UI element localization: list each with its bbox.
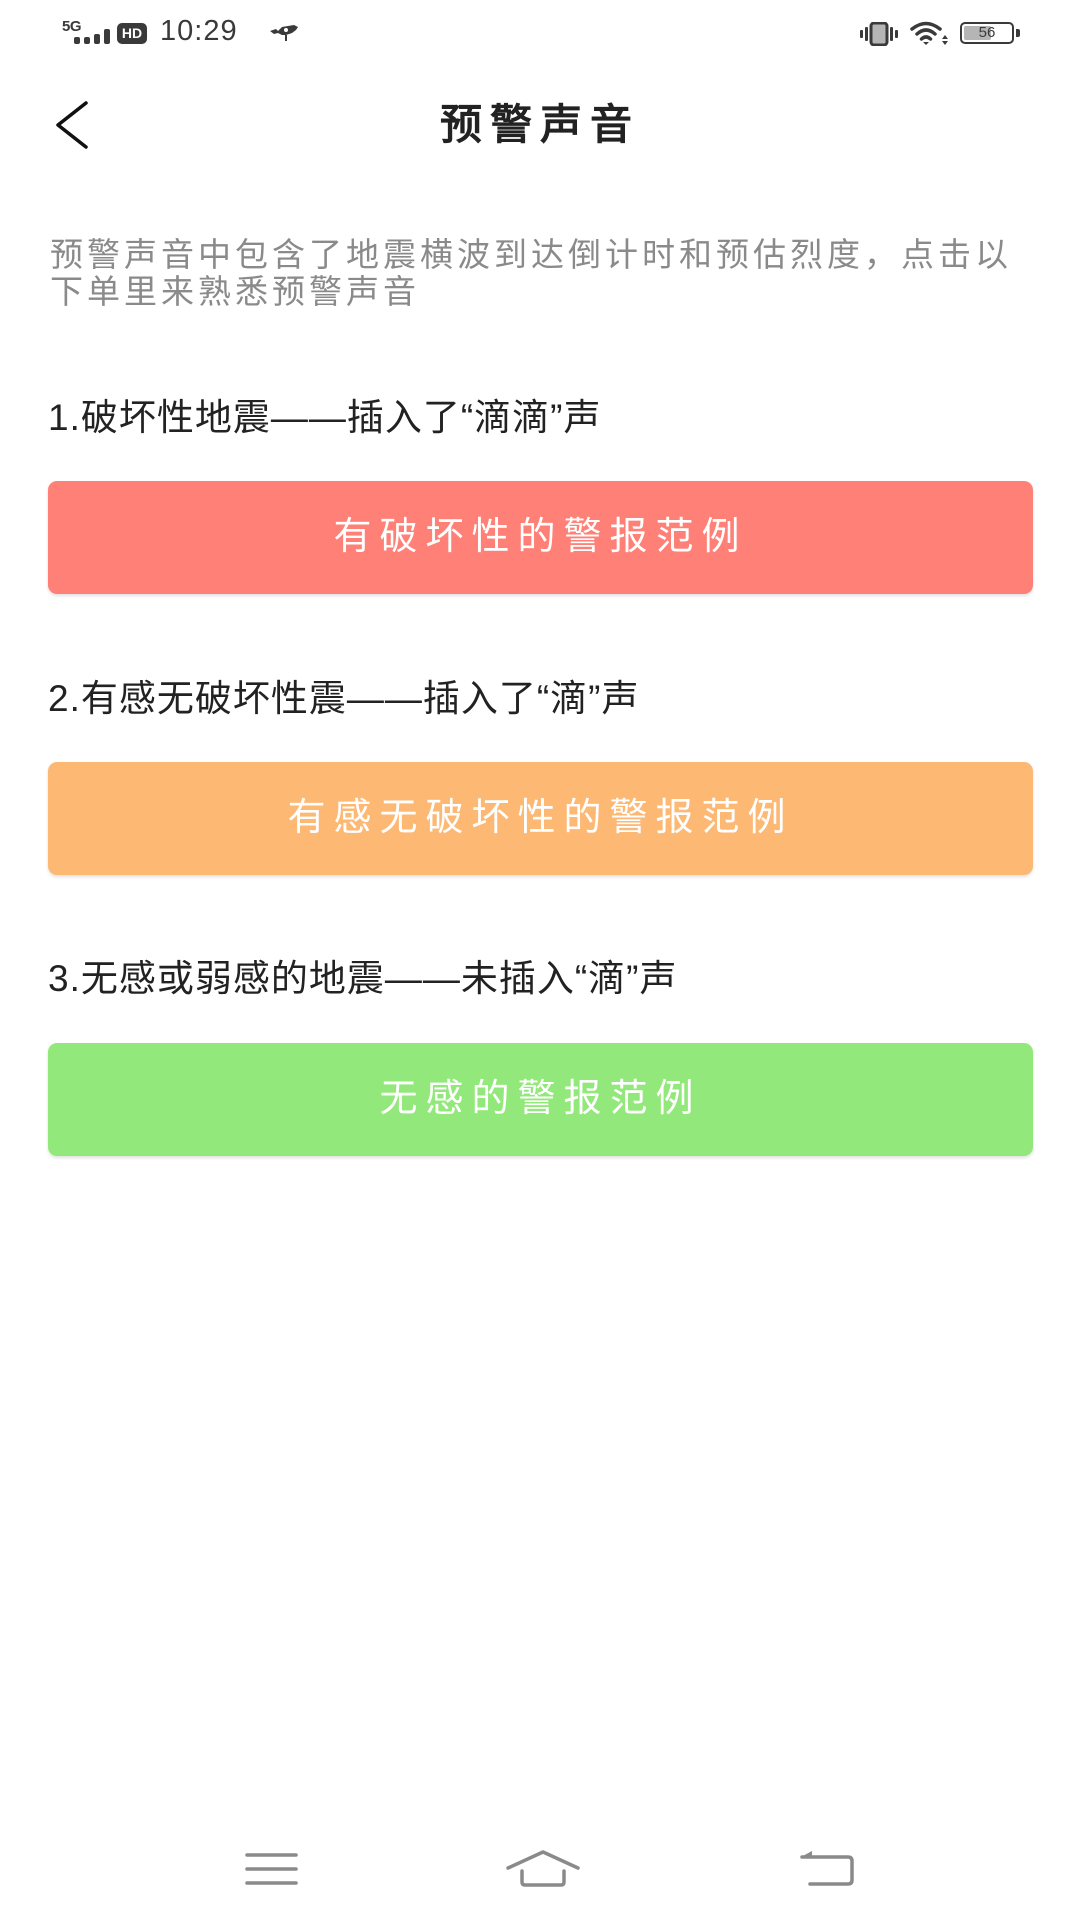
vibrate-icon [860,22,898,46]
wifi-icon [910,21,948,45]
battery-fill [964,26,991,40]
back-icon [800,1851,854,1886]
home-button[interactable] [498,1840,588,1900]
battery-icon: 56 [960,22,1014,44]
description-text: 预警声音中包含了地震横波到达倒计时和预估烈度，点击以下单里来熟悉预警声音 [50,236,1012,310]
header: 预警声音 [0,66,1080,186]
section-3-label: 3.无感或弱感的地震——未插入“滴”声 [48,958,678,999]
felt-non-destructive-alert-example-button[interactable]: 有感无破坏性的警报范例 [48,762,1033,875]
signal-icon [74,29,110,44]
battery-nub [1016,29,1020,37]
destructive-alert-example-button[interactable]: 有破坏性的警报范例 [48,481,1033,594]
not-felt-alert-example-button[interactable]: 无感的警报范例 [48,1043,1033,1156]
bird-icon [270,25,298,41]
status-bar: 5G HD 10:29 56 [0,0,1080,66]
battery-level: 56 [978,24,996,41]
home-icon [506,1850,580,1887]
section-2-label: 2.有感无破坏性震——插入了“滴”声 [48,678,640,719]
menu-button[interactable] [226,1840,316,1900]
back-nav-button[interactable] [784,1840,874,1900]
navigation-bar [0,1820,1080,1920]
chevron-left-icon [56,101,88,149]
section-1-label: 1.破坏性地震——插入了“滴滴”声 [48,397,602,438]
clock: 10:29 [160,15,238,47]
page-title: 预警声音 [439,101,640,148]
back-button[interactable] [40,90,104,160]
hd-icon: HD [117,23,147,44]
network-type: 5G [62,18,82,35]
menu-icon [245,1853,298,1885]
